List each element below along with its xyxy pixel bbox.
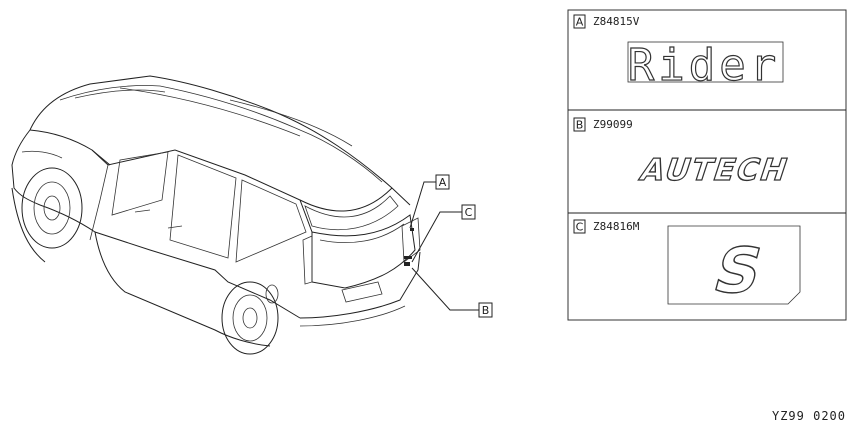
part-number-a: Z84815V xyxy=(593,15,640,28)
callout-marker-b: B xyxy=(478,302,493,318)
svg-text:C: C xyxy=(465,206,473,219)
vehicle-illustration xyxy=(11,75,421,355)
callout-marker-c: C xyxy=(461,204,476,220)
part-number-b: Z99099 xyxy=(593,118,633,131)
section-key-box-c xyxy=(573,219,586,234)
section-key-box-a xyxy=(573,14,586,29)
part-section-b: B Z99099 AUTECH xyxy=(573,117,794,188)
rider-emblem-frame xyxy=(627,41,784,83)
rider-emblem: Rider xyxy=(628,40,780,91)
section-key-b: B xyxy=(576,119,584,132)
s-emblem-frame xyxy=(667,225,801,305)
svg-text:A: A xyxy=(439,176,447,189)
section-key-box-b xyxy=(573,117,586,132)
svg-text:B: B xyxy=(482,304,490,317)
section-key-a: A xyxy=(576,16,584,29)
section-key-c: C xyxy=(576,221,584,234)
part-section-a: A Z84815V Rider xyxy=(573,14,784,92)
part-number-c: Z84816M xyxy=(593,220,640,233)
diagram-code: YZ99 0200 xyxy=(772,409,846,423)
leader-lines xyxy=(409,181,479,311)
autech-emblem: AUTECH xyxy=(636,153,794,188)
callout-marker-a: A xyxy=(435,174,450,190)
